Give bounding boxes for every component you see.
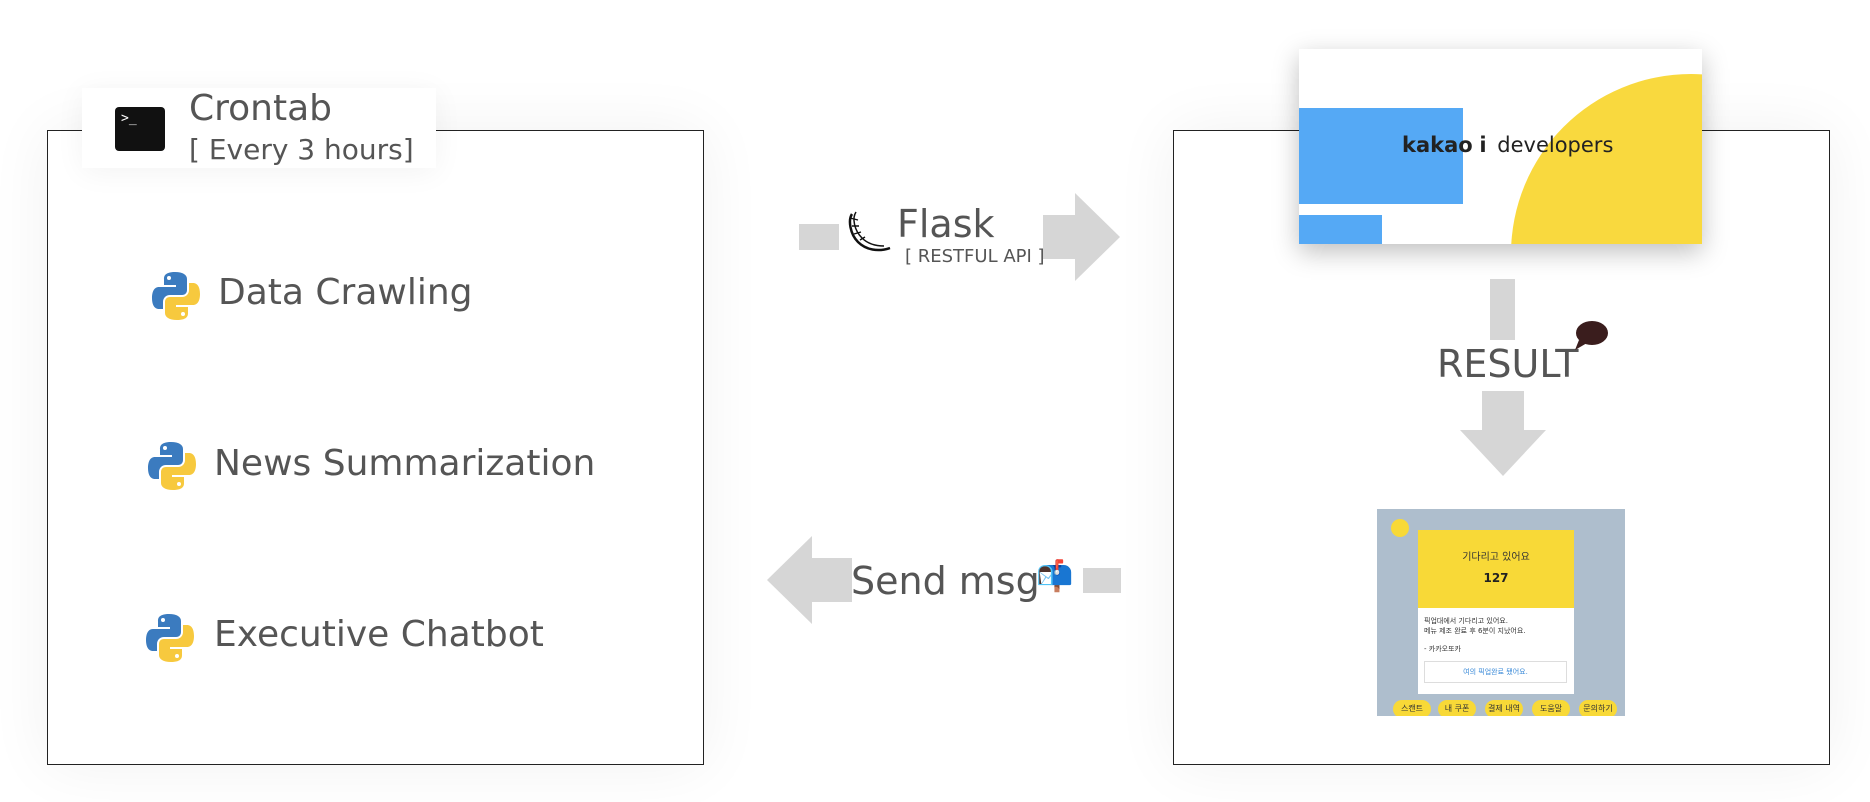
result-arrow-tail	[1490, 279, 1515, 340]
python-icon	[146, 614, 194, 662]
crontab-title: Crontab	[189, 88, 333, 129]
flask-title: Flask	[897, 202, 995, 246]
quick-reply-chip[interactable]: 문의하기	[1579, 700, 1617, 716]
kakao-brand-i: i	[1479, 133, 1487, 157]
python-icon	[152, 272, 200, 320]
item-executive-chatbot: Executive Chatbot	[214, 614, 544, 655]
send-arrow-head	[767, 536, 852, 624]
chat-line-1: 픽업대에서 기다리고 있어요.	[1424, 617, 1508, 625]
terminal-icon: >_	[115, 107, 165, 151]
quick-reply-chip[interactable]: 스캔트	[1393, 700, 1431, 716]
chat-card: 기다리고 있어요 127 픽업대에서 기다리고 있어요. 메뉴 제조 완료 후 …	[1418, 530, 1574, 694]
flask-logo-icon	[848, 211, 891, 252]
flask-subtitle: [ RESTFUL API ]	[905, 246, 1045, 267]
quick-reply-chip[interactable]: 도움말	[1532, 700, 1570, 716]
send-arrow-tail	[1083, 568, 1121, 593]
quick-reply-chip[interactable]: 결제 내역	[1485, 700, 1523, 716]
kakao-developers-card: kakao i developers	[1299, 49, 1702, 244]
bot-avatar	[1391, 519, 1409, 537]
kakao-blue-strip	[1299, 215, 1382, 244]
kakao-logo-text: kakao i developers	[1402, 133, 1613, 157]
chat-preview: 기다리고 있어요 127 픽업대에서 기다리고 있어요. 메뉴 제조 완료 후 …	[1377, 509, 1625, 716]
item-data-crawling: Data Crawling	[218, 272, 473, 313]
flask-arrow-tail	[799, 224, 839, 250]
quick-reply-chip[interactable]: 내 쿠폰	[1438, 700, 1476, 716]
kakao-brand-suffix: developers	[1497, 133, 1614, 157]
speech-bubble-icon	[1575, 321, 1608, 350]
crontab-box	[47, 130, 704, 765]
kakao-brand: kakao	[1402, 133, 1473, 157]
crontab-schedule: [ Every 3 hours]	[189, 133, 414, 166]
mailbox-icon: 📬	[1036, 559, 1074, 594]
chat-card-number: 127	[1483, 571, 1509, 585]
chat-line-2: 메뉴 제조 완료 후 6분이 지났어요.	[1424, 627, 1526, 635]
chat-card-header	[1418, 530, 1574, 608]
kakao-blue-block	[1299, 108, 1463, 204]
python-icon	[148, 442, 196, 490]
chat-action-button[interactable]: 여의 픽업완료 됐어요.	[1424, 661, 1567, 683]
chat-card-title: 기다리고 있어요	[1462, 552, 1530, 563]
result-label: RESULT	[1437, 342, 1579, 386]
send-msg-label: Send msg	[851, 559, 1040, 603]
result-arrow-head	[1460, 391, 1546, 476]
item-news-summarization: News Summarization	[214, 443, 596, 484]
chat-signature: - 카카오또카	[1424, 645, 1461, 653]
kakao-yellow-circle	[1511, 74, 1702, 244]
flask-arrow-head	[1043, 193, 1120, 281]
